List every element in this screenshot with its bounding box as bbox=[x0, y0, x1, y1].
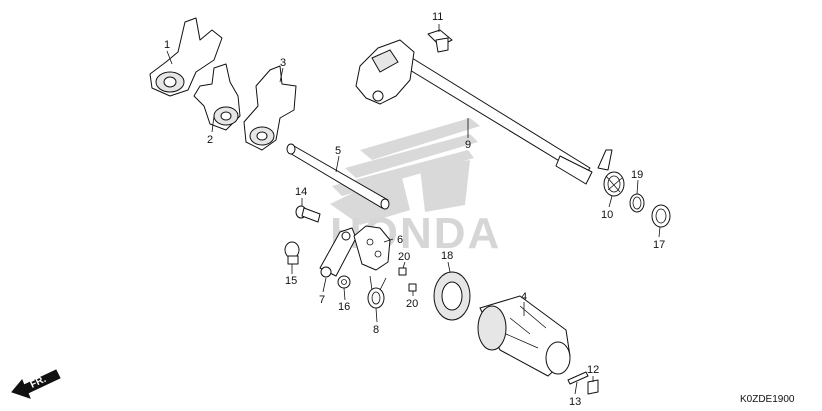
part-label-2: 2 bbox=[207, 134, 213, 146]
stopper-spring bbox=[367, 275, 387, 309]
bolt-14 bbox=[295, 205, 321, 223]
part-label-1: 1 bbox=[164, 39, 170, 51]
diagram-code: K0ZDE1900 bbox=[740, 394, 795, 405]
dowel-pin-upper bbox=[398, 267, 407, 276]
bolt-11 bbox=[427, 29, 453, 53]
shift-drum bbox=[477, 295, 571, 377]
part-label-9: 9 bbox=[465, 139, 471, 151]
pin-13 bbox=[567, 371, 589, 385]
part-label-12: 12 bbox=[587, 364, 599, 376]
part-label-4: 4 bbox=[521, 291, 527, 303]
part-label-13: 13 bbox=[569, 396, 581, 408]
gearshift-spindle bbox=[355, 39, 593, 185]
part-label-20a: 20 bbox=[398, 251, 410, 263]
stopper-arm bbox=[319, 227, 357, 278]
shift-fork-shaft bbox=[286, 143, 390, 210]
shift-fork-3 bbox=[243, 65, 297, 151]
part-label-14: 14 bbox=[295, 186, 307, 198]
watermark-brand: HONDA bbox=[330, 209, 501, 258]
part-label-5: 5 bbox=[335, 145, 341, 157]
part-label-17: 17 bbox=[653, 239, 665, 251]
cam-plate bbox=[353, 225, 391, 271]
shift-fork-1 bbox=[149, 17, 223, 97]
part-label-18: 18 bbox=[441, 250, 453, 262]
screw-12 bbox=[587, 379, 599, 395]
part-label-7: 7 bbox=[319, 294, 325, 306]
part-label-11: 11 bbox=[432, 11, 443, 23]
part-label-20b: 20 bbox=[406, 298, 418, 310]
washer-16 bbox=[337, 275, 351, 289]
front-direction-arrow: FR. bbox=[11, 369, 61, 399]
part-label-3: 3 bbox=[280, 57, 286, 69]
circlip bbox=[629, 193, 645, 213]
part-label-8: 8 bbox=[373, 324, 379, 336]
leader-lines bbox=[166, 24, 661, 395]
return-spring bbox=[597, 149, 625, 197]
part-labels: 1 2 3 4 5 6 7 8 9 10 11 12 13 14 15 16 1… bbox=[164, 11, 665, 408]
part-label-15: 15 bbox=[285, 275, 297, 287]
bolt-15 bbox=[284, 241, 300, 265]
part-label-16: 16 bbox=[338, 301, 350, 313]
part-label-6: 6 bbox=[397, 234, 403, 246]
shift-fork-2 bbox=[193, 63, 241, 131]
part-label-19: 19 bbox=[631, 169, 643, 181]
dowel-pin-lower bbox=[408, 283, 417, 292]
part-label-10: 10 bbox=[601, 209, 613, 221]
washer-17 bbox=[651, 204, 671, 228]
bearing bbox=[433, 271, 471, 321]
